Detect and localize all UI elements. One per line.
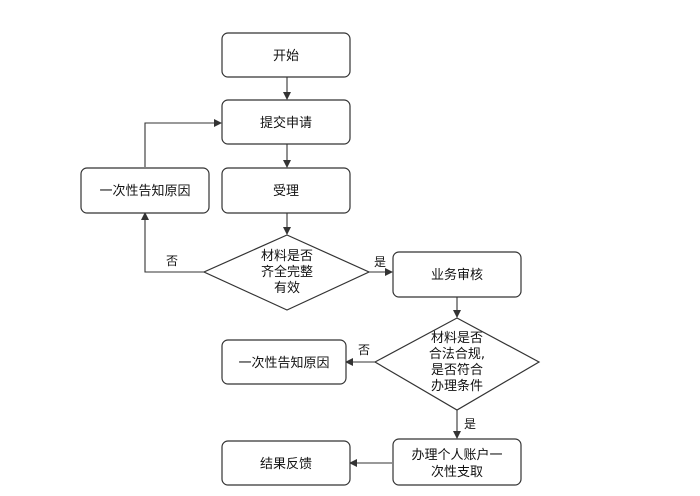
edge-label-d1-yes: 是 — [374, 255, 386, 269]
node-decision2-line1: 材料是否 — [431, 331, 483, 346]
node-decision1-line3: 有效 — [274, 281, 300, 296]
node-decision1: 材料是否 齐全完整 有效 — [202, 234, 371, 311]
node-decision2: 材料是否 合法合规, 是否符合 办理条件 — [373, 317, 541, 411]
node-inform1: 一次性告知原因 — [80, 167, 210, 214]
node-inform1-label: 一次性告知原因 — [99, 183, 190, 199]
node-process: 办理个人账户一 次性支取 — [392, 438, 522, 486]
connectors — [141, 77, 461, 467]
node-decision1-line1: 材料是否 — [261, 249, 313, 264]
node-result: 结果反馈 — [221, 440, 351, 486]
node-inform2: 一次性告知原因 — [221, 339, 347, 385]
node-process-line2: 次性支取 — [431, 464, 483, 480]
node-accept: 受理 — [221, 167, 351, 214]
node-process-line1: 办理个人账户一 — [411, 447, 502, 463]
node-accept-label: 受理 — [273, 184, 299, 199]
node-submit-label: 提交申请 — [260, 115, 312, 131]
node-result-label: 结果反馈 — [260, 457, 312, 472]
node-submit: 提交申请 — [221, 99, 351, 145]
edge-label-d2-no: 否 — [358, 343, 370, 357]
node-review-label: 业务审核 — [431, 267, 483, 283]
node-start-label: 开始 — [273, 49, 299, 64]
node-decision2-line2: 合法合规, — [429, 347, 485, 362]
node-decision2-line3: 是否符合 — [431, 362, 483, 378]
node-start: 开始 — [221, 32, 351, 78]
node-decision1-line2: 齐全完整 — [261, 264, 313, 280]
edge-inform1-submit — [144, 119, 222, 167]
node-inform2-label: 一次性告知原因 — [238, 355, 329, 371]
edge-label-d1-no: 否 — [166, 254, 178, 268]
node-decision2-line4: 办理条件 — [431, 378, 483, 394]
edge-decision1-inform1 — [141, 212, 204, 273]
edge-label-d2-yes: 是 — [464, 417, 476, 431]
node-review: 业务审核 — [392, 251, 522, 298]
